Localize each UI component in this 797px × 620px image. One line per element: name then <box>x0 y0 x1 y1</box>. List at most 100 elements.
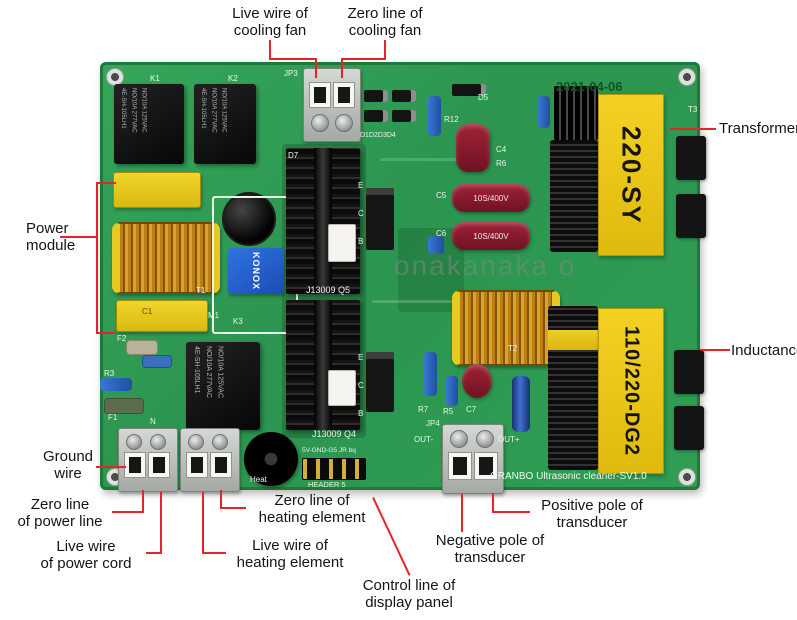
relay-print: NO/10A 125VAC NO/10A 277VAC 4E-SH-105LH1 <box>192 346 224 399</box>
silkscreen-out-minus: OUT- <box>414 435 434 444</box>
terminal-screw <box>150 434 166 450</box>
diode <box>392 110 416 122</box>
silkscreen-f1: F1 <box>108 413 118 422</box>
silkscreen-d7: D7 <box>288 151 299 160</box>
silkscreen-r3: R3 <box>104 369 115 378</box>
leader-ground <box>96 466 126 468</box>
silkscreen-n: N <box>150 417 156 426</box>
callout-pos-transducer: Positive pole of transducer <box>541 497 643 532</box>
transformer-label-110220: 110/220-DG2 <box>598 308 664 474</box>
capacitor-disc <box>428 236 444 254</box>
terminal-screw <box>311 114 329 132</box>
film-capacitor-c1 <box>116 300 208 332</box>
capacitor-c6: 10S/400V <box>452 222 530 250</box>
pin-label-e: E <box>358 181 364 190</box>
relay-brand-label: KONOX <box>251 251 261 290</box>
silkscreen-k2: K2 <box>228 74 238 83</box>
diode <box>364 90 388 102</box>
silkscreen-q4: J13009 Q4 <box>312 429 357 439</box>
leader-fan-live <box>269 40 271 60</box>
heatsink-lower <box>286 300 360 430</box>
terminal-cell <box>148 452 170 478</box>
transistor-q5 <box>366 188 394 250</box>
leader-transformer <box>670 128 716 130</box>
terminal-cell <box>333 82 355 108</box>
leader-power-module <box>60 236 98 238</box>
silkscreen-t3: T3 <box>688 105 698 114</box>
trace-line <box>372 300 482 303</box>
transformer-winding <box>550 140 598 252</box>
terminal-screw <box>212 434 228 450</box>
transistor-face <box>328 370 356 406</box>
silkscreen-header5-pins: 5V-GND-G5 JR bq <box>302 447 356 454</box>
silkscreen-c5: C5 <box>436 191 447 200</box>
transformer-core-tab <box>674 350 704 394</box>
leader-pos-transducer <box>492 511 530 513</box>
capacitor-rating: 10S/400V <box>473 193 509 203</box>
resistor-small <box>538 96 550 128</box>
pin-label-c: C <box>358 209 364 218</box>
display-header-connector <box>302 458 366 480</box>
terminal-cell <box>124 452 146 478</box>
relay-k2: NO/10A 125VAC NO/10A 277VAC 4E-SH-105LH1 <box>194 84 256 164</box>
leader-neg-transducer <box>461 494 463 532</box>
terminal-cell-out-minus <box>448 452 472 480</box>
leader-zero-heat <box>220 490 222 509</box>
pin-label-c: C <box>358 381 364 390</box>
leader-live-heat <box>202 552 226 554</box>
silkscreen-m1: M1 <box>208 311 220 320</box>
callout-inductance: Inductance <box>731 342 797 359</box>
leader-fan-zero <box>384 40 386 60</box>
leader-fan-live <box>315 58 317 78</box>
pin-label-e: E <box>358 353 364 362</box>
callout-neg-transducer: Negative pole of transducer <box>435 532 545 567</box>
callout-fan-live: Live wire of cooling fan <box>232 5 308 40</box>
silkscreen-q5: J13009 Q5 <box>306 285 351 295</box>
silkscreen-jp4: JP4 <box>426 419 440 428</box>
terminal-screw <box>476 430 494 448</box>
mounting-hole <box>678 468 696 486</box>
callout-control-display: Control line of display panel <box>362 577 456 612</box>
leader-inductance <box>700 349 730 351</box>
terminal-cell-out-plus <box>474 452 498 480</box>
silkscreen-k1: K1 <box>150 74 160 83</box>
terminal-cell <box>309 82 331 108</box>
capacitor-c7 <box>462 364 492 398</box>
resistor-r12 <box>428 96 441 136</box>
relay-print: NO/10A 125VAC NO/10A 277VAC 4E-SH-105LH1 <box>120 88 147 133</box>
leader-live-heat <box>202 492 204 554</box>
callout-power-module: Power module <box>26 220 76 255</box>
silkscreen-r12: R12 <box>444 115 459 124</box>
silkscreen-c4: C4 <box>496 145 507 154</box>
board-date: 2021-04-06 <box>556 79 623 94</box>
fuse-f2 <box>126 340 158 355</box>
leader-fan-zero <box>341 58 386 60</box>
relay-print: NO/10A 125VAC NO/10A 277VAC 4E-SH-105LH1 <box>200 88 227 133</box>
silkscreen-t1: T1 <box>196 286 206 295</box>
silkscreen-heat: Heat <box>250 475 267 484</box>
callout-zero-power: Zero line of power line <box>17 496 103 531</box>
capacitor-c4 <box>456 124 490 172</box>
leader-power-module <box>96 182 98 334</box>
silkscreen-f2: F2 <box>117 334 127 343</box>
transistor-face <box>328 224 356 262</box>
heatsink-upper <box>286 148 360 294</box>
resistor-r5 <box>446 376 458 406</box>
capacitor-rating: 10S/400V <box>473 231 509 241</box>
capacitor-c5: 10S/400V <box>452 184 530 212</box>
fuse-f1 <box>104 398 144 414</box>
silkscreen-diode-array: D1D2D3D4 <box>360 132 396 139</box>
silkscreen-jp3: JP3 <box>284 69 298 78</box>
terminal-screw <box>188 434 204 450</box>
relay-konox: KONOX <box>228 248 284 294</box>
silkscreen-header5: HEADER 5 <box>308 480 346 489</box>
terminal-cell <box>186 452 208 478</box>
heat-grommet <box>244 432 298 486</box>
silkscreen-k3: K3 <box>233 317 243 326</box>
watermark-text: onakanaka o <box>394 250 577 281</box>
resistor-r3 <box>100 378 132 391</box>
terminal-screw <box>335 114 353 132</box>
terminal-screw <box>126 434 142 450</box>
silkscreen-out-plus: OUT+ <box>498 435 520 444</box>
